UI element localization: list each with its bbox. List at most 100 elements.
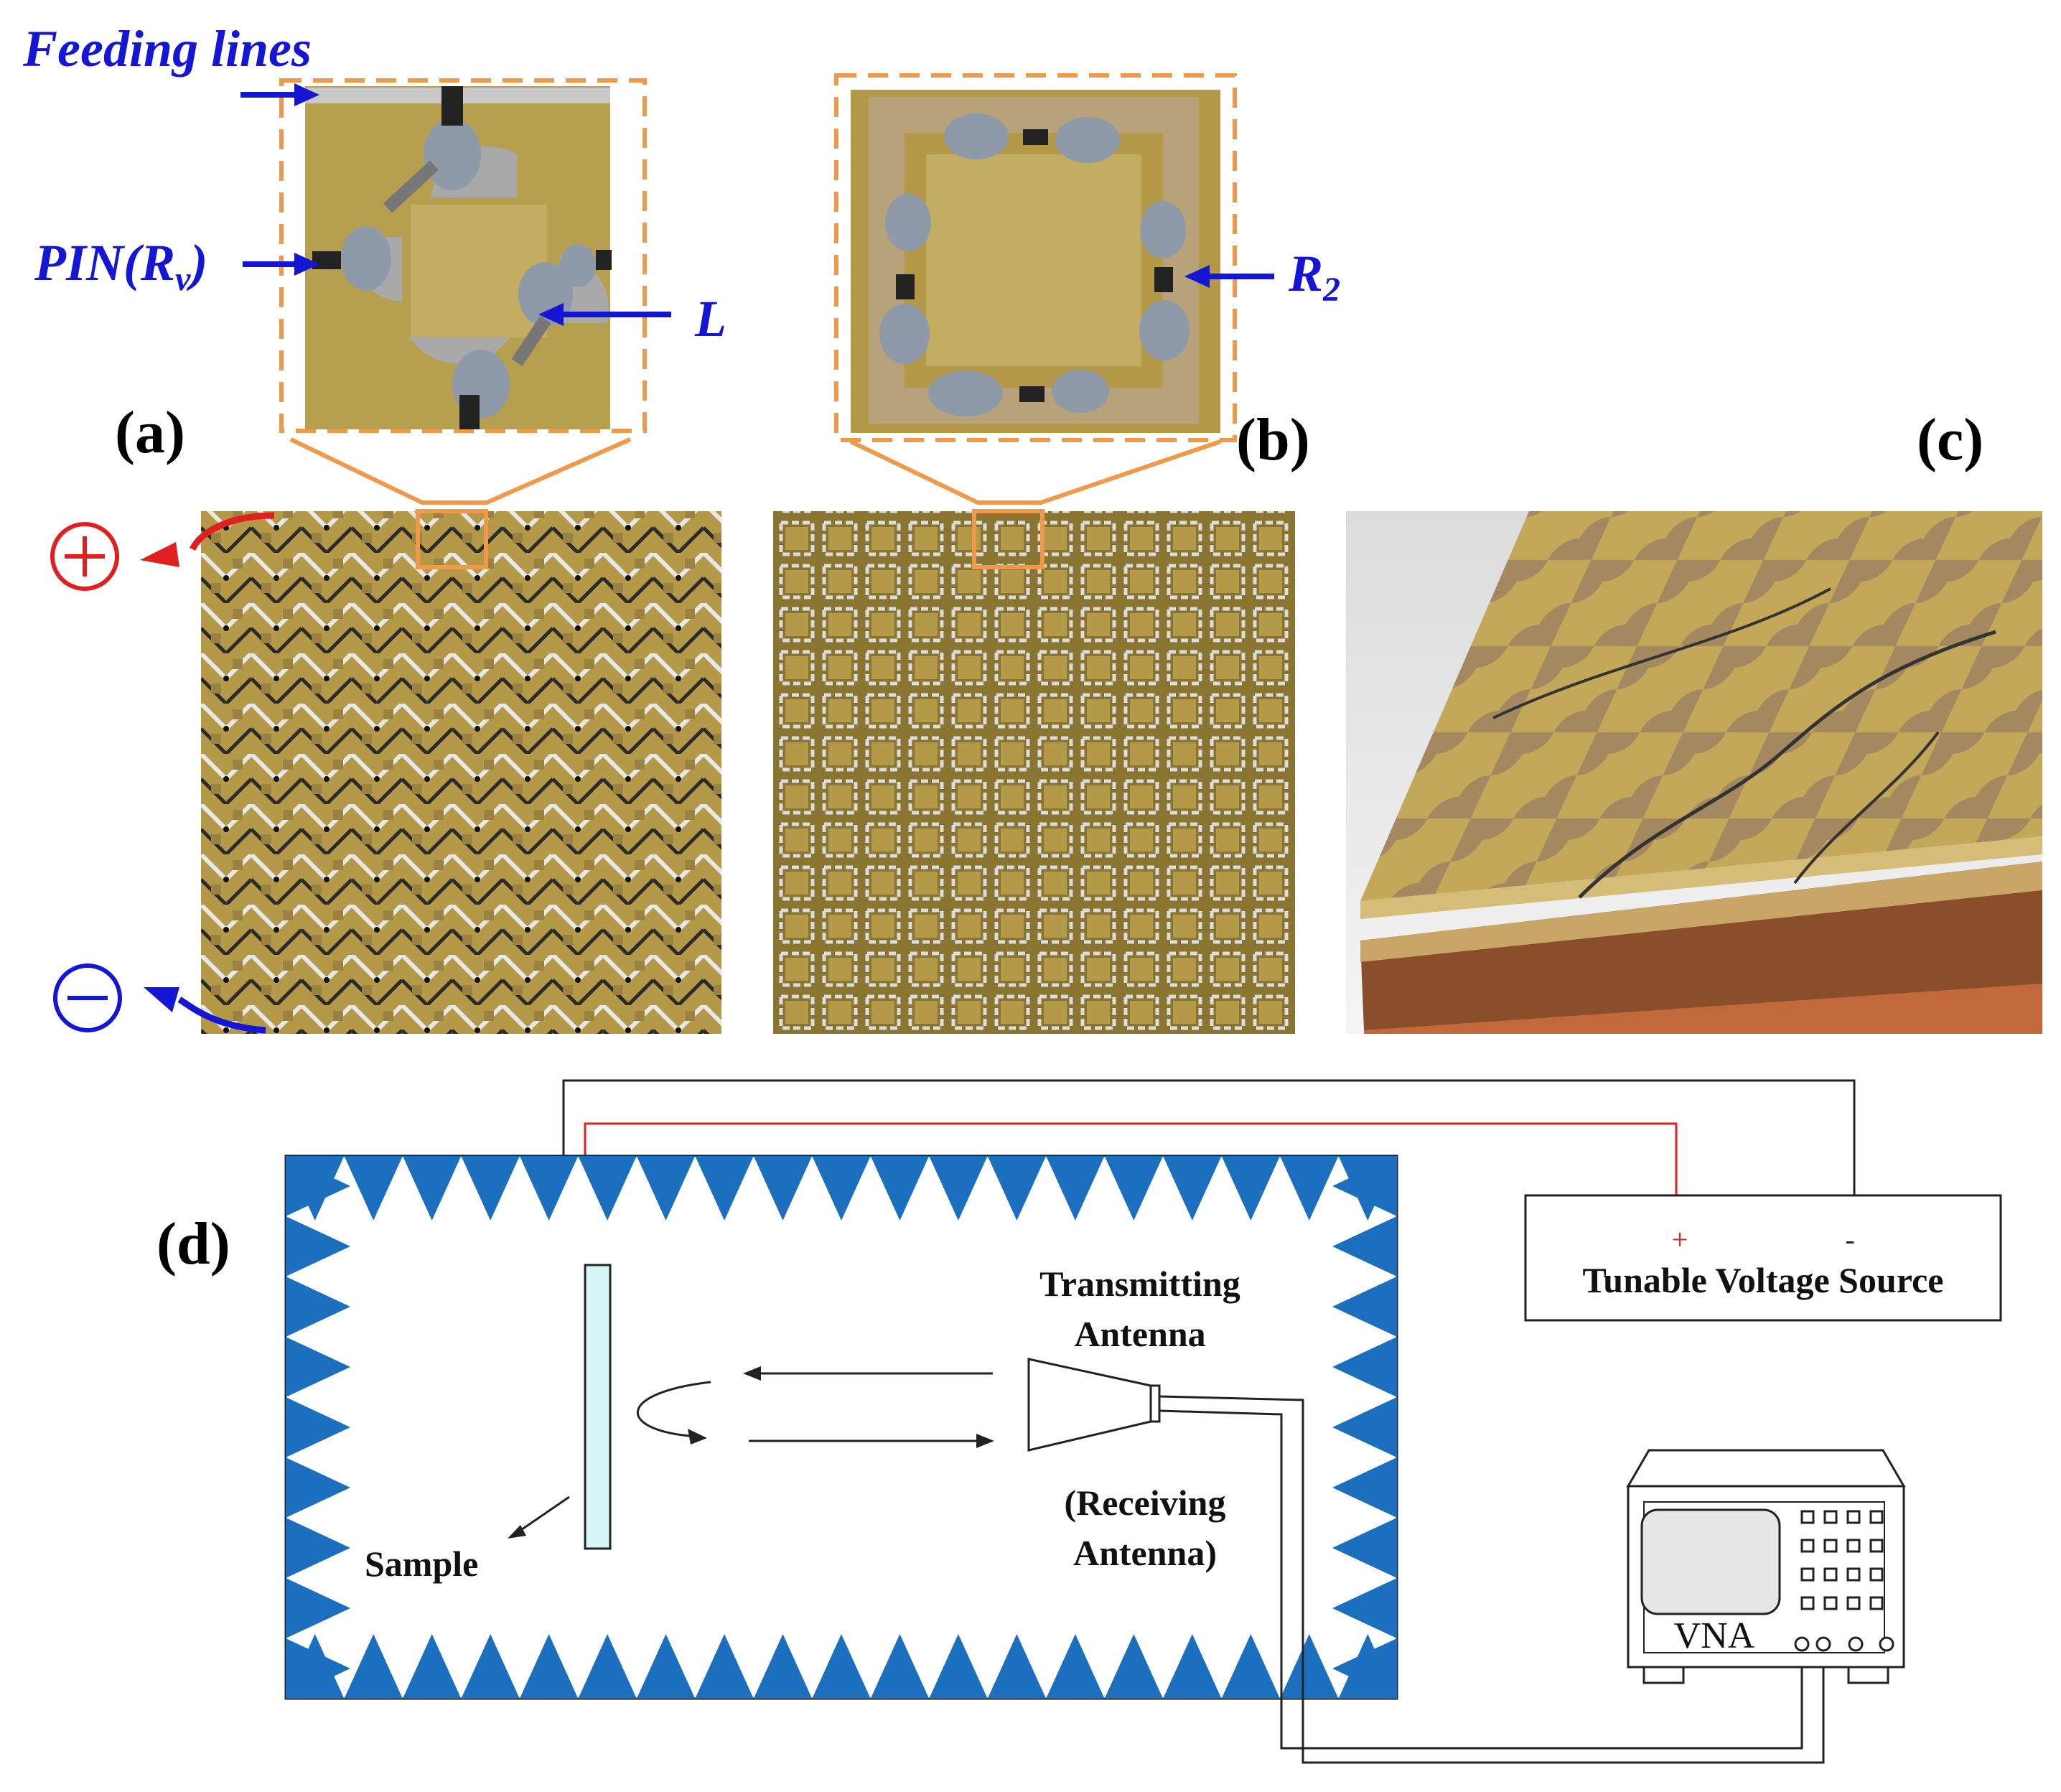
absorber-wedge [519, 1156, 579, 1221]
panel-label-d: (d) [156, 1210, 230, 1277]
absorber-wedge [286, 1216, 350, 1277]
panel-c: (c) [1346, 406, 2042, 1034]
absorber-wedge [461, 1634, 520, 1699]
vna-key [1800, 1539, 1815, 1553]
receiving-antenna-label-2: Antenna) [1073, 1533, 1217, 1573]
absorber-wedge [929, 1634, 988, 1699]
sample-label: Sample [365, 1544, 478, 1584]
zoom-lines-b [849, 439, 1221, 505]
panel-label-b: (b) [1236, 406, 1310, 473]
absorber-wedge [1221, 1156, 1281, 1221]
unit-cell-b-inset [834, 73, 1237, 442]
absorber-wedge [286, 1638, 350, 1699]
absorber-wedge [753, 1156, 813, 1221]
absorber-wedge [519, 1634, 579, 1699]
vna-label: VNA [1674, 1615, 1755, 1656]
absorber-wedge [1163, 1156, 1222, 1221]
absorber-wedge [1332, 1397, 1397, 1457]
source-plus-label: + [1672, 1223, 1688, 1256]
absorber-wedge [1163, 1634, 1222, 1699]
vna-key [1823, 1539, 1838, 1553]
resistor-label: R2 [1288, 245, 1340, 309]
absorber-wedge [1332, 1156, 1397, 1216]
absorber-wedge [286, 1337, 350, 1397]
absorber-wedge [1332, 1578, 1397, 1638]
wave-arrows [636, 1366, 994, 1448]
panel-a: Feeding lines PIN(Rv) L (a) [22, 20, 726, 1034]
absorber-wedge [870, 1634, 930, 1699]
absorber-wedge [1332, 1337, 1397, 1397]
zoom-box-a [416, 509, 488, 569]
vna-key [1823, 1567, 1838, 1582]
source-label: Tunable Voltage Source [1583, 1260, 1944, 1300]
vna-key [1846, 1596, 1861, 1610]
absorber-wedge [753, 1634, 813, 1699]
coax-inner [1159, 1409, 1803, 1750]
absorber-wedge [987, 1634, 1047, 1699]
absorber-wedge [695, 1156, 754, 1221]
vna-key [1800, 1567, 1815, 1582]
absorber-wedge [987, 1156, 1047, 1221]
absorber-wedge [1332, 1277, 1397, 1337]
absorber-wedge [1280, 1156, 1339, 1221]
tunable-voltage-source: + - Tunable Voltage Source [1524, 1194, 2002, 1322]
vna-key [1800, 1510, 1815, 1524]
panel-b: R2 (b) [773, 73, 1340, 1034]
absorber-wedge [1332, 1216, 1397, 1277]
transmitting-antenna-label-1: Transmitting [1039, 1264, 1240, 1304]
absorber-wedge [344, 1634, 403, 1699]
metasurface-photo-a [201, 511, 721, 1034]
receiving-antenna-label-1: (Receiving [1065, 1483, 1226, 1523]
anechoic-chamber [284, 1154, 1398, 1700]
vna-key [1869, 1510, 1884, 1524]
absorber-wedge [929, 1156, 988, 1221]
absorber-wedge [1046, 1156, 1105, 1221]
vna-key [1846, 1510, 1861, 1524]
absorber-wedge [636, 1156, 696, 1221]
zoom-lines-a [289, 437, 632, 505]
absorber-wedge [402, 1156, 462, 1221]
vna-key [1869, 1539, 1884, 1553]
pin-diode-label: PIN(Rv) [34, 234, 207, 298]
panel-d: (d) Sample Transmitting Antenna [156, 1079, 2002, 1764]
absorber-wedge [1104, 1156, 1164, 1221]
vna-key [1823, 1596, 1838, 1610]
absorber-wedge [286, 1578, 350, 1638]
vna-instrument: VNA [1626, 1449, 1906, 1684]
vna-key [1846, 1539, 1861, 1553]
absorber-wedge [578, 1634, 637, 1699]
absorber-wedge [1046, 1634, 1105, 1699]
absorber-wedge [812, 1634, 871, 1699]
inductor-label: L [694, 290, 726, 347]
feeding-lines-label: Feeding lines [22, 20, 312, 78]
absorber-wedge [1104, 1634, 1164, 1699]
positive-terminal [50, 512, 275, 591]
absorber-wedge [1332, 1457, 1397, 1518]
absorber-wedge [870, 1156, 930, 1221]
vna-screen [1640, 1508, 1781, 1615]
absorber-wedge [286, 1457, 350, 1518]
absorber-wedge [461, 1156, 520, 1221]
absorber-wedge [1221, 1634, 1281, 1699]
metasurface-photo-b [773, 511, 1295, 1034]
absorber-wedge [1280, 1634, 1339, 1699]
vna-key [1869, 1567, 1884, 1582]
transmitting-antenna-label-2: Antenna [1074, 1314, 1205, 1354]
source-minus-label: - [1845, 1223, 1854, 1256]
horn-antenna [1027, 1358, 1161, 1452]
absorber-wedge [286, 1397, 350, 1457]
panel-label-c: (c) [1917, 406, 1983, 473]
vna-key [1823, 1510, 1838, 1524]
absorber-wedge [1332, 1638, 1397, 1699]
absorber-wedge [286, 1156, 350, 1216]
metasurface-photo-c [1360, 511, 2042, 1034]
vna-key [1846, 1567, 1861, 1582]
absorber-wedge [578, 1156, 637, 1221]
vna-keypad [1800, 1510, 1884, 1610]
absorber-wedges [286, 1156, 1397, 1699]
zoom-box-b [972, 509, 1044, 569]
coax-outer [1159, 1395, 1825, 1764]
vna-key [1869, 1596, 1884, 1610]
vna-ports [1794, 1636, 1894, 1652]
